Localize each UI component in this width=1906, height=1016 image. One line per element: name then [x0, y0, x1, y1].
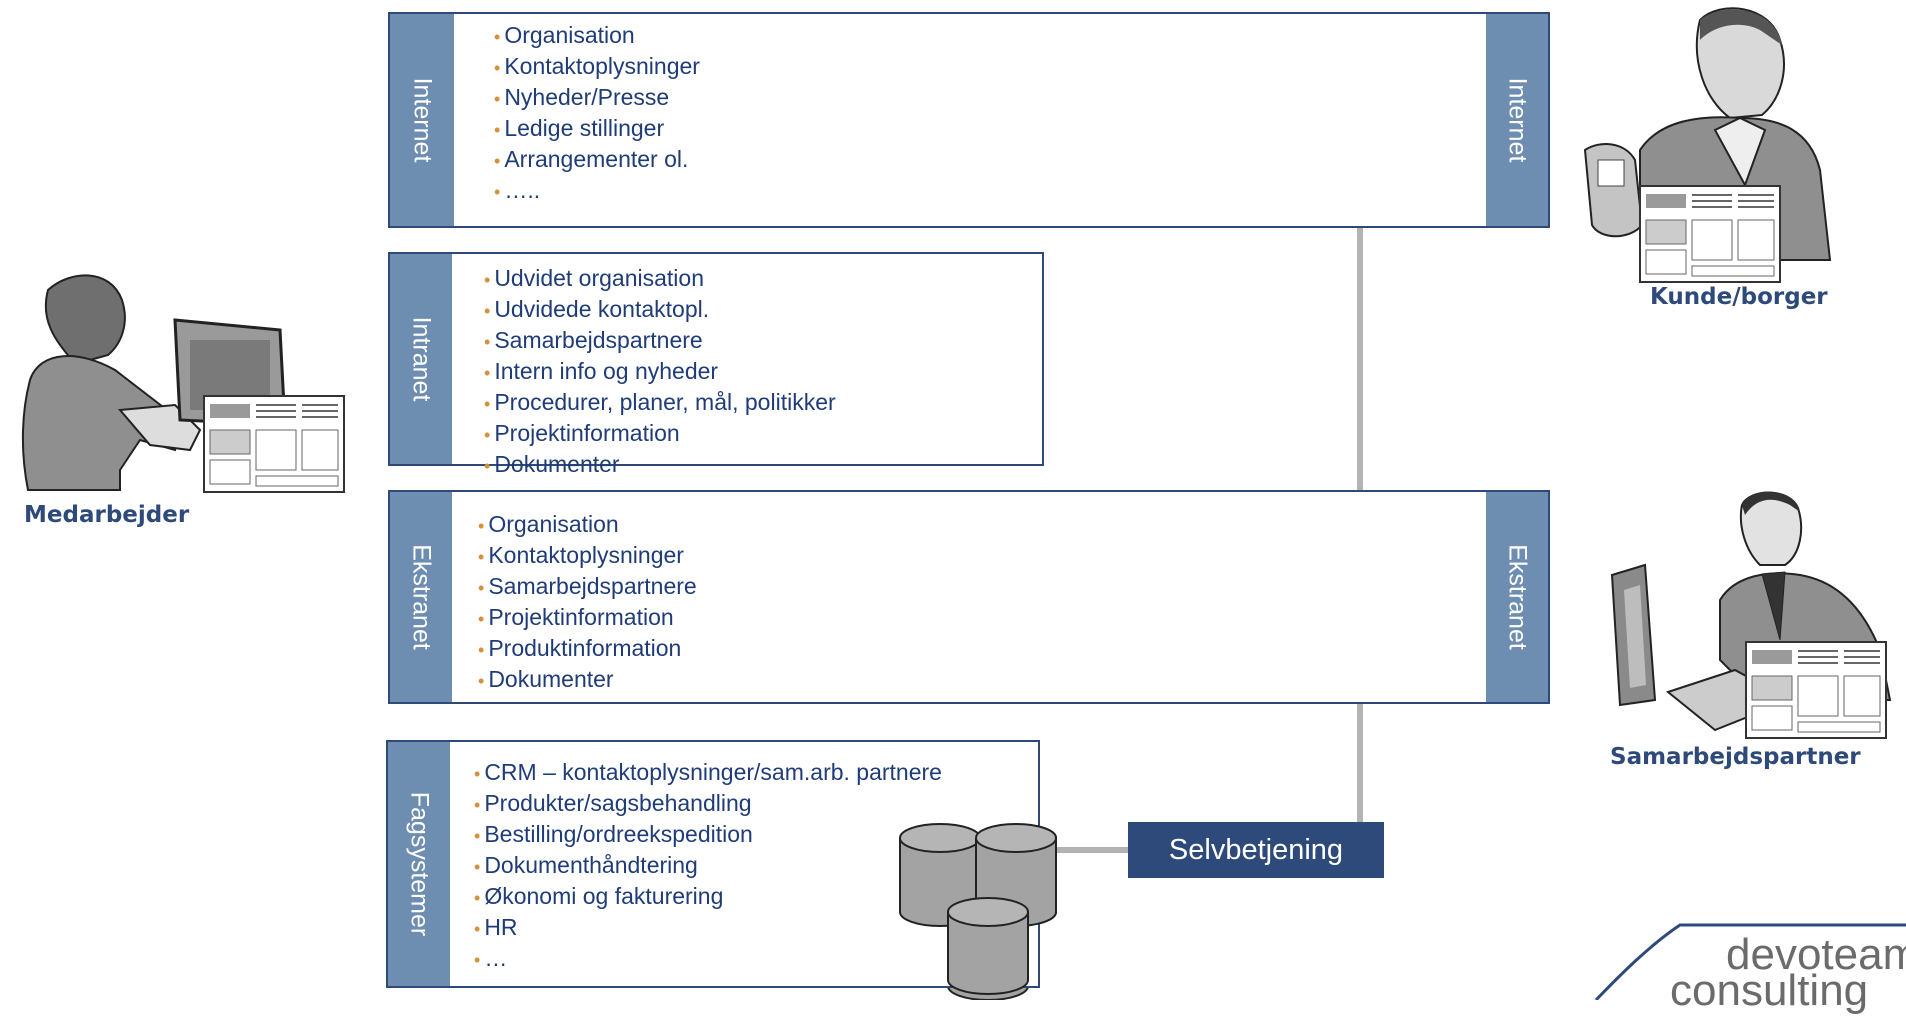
list-item: •Dokumenter	[484, 451, 620, 477]
internet-left-tab-label: Internet	[408, 77, 437, 163]
list-item: •Procedurer, planer, mål, politikker	[484, 389, 836, 415]
customer-illustration	[1583, 7, 1832, 283]
employee-illustration	[21, 274, 345, 493]
ekstranet-list: •Organisation •Kontaktoplysninger •Samar…	[478, 510, 697, 696]
list-item: •Udvidede kontaktopl.	[484, 296, 710, 322]
list-item: •Produktinformation	[478, 635, 682, 661]
list-item: •Samarbejdspartnere	[484, 327, 703, 353]
list-item: •HR	[474, 914, 518, 940]
list-item: •Projektinformation	[478, 604, 674, 630]
list-item: •Dokumenthåndtering	[474, 852, 698, 878]
list-item: •Bestilling/ordreekspedition	[474, 821, 753, 847]
ekstranet-right-tab: Ekstranet	[1486, 492, 1548, 702]
intranet-list: •Udvidet organisation •Udvidede kontakto…	[484, 264, 836, 481]
list-item: •Arrangementer ol.	[494, 146, 689, 172]
list-item: •Dokumenter	[478, 666, 614, 692]
intranet-tab: Intranet	[390, 254, 452, 464]
list-item: •Kontaktoplysninger	[494, 53, 700, 79]
list-item: •Projektinformation	[484, 420, 680, 446]
fagsystemer-tab: Fagsystemer	[388, 742, 450, 986]
internet-list: •Organisation •Kontaktoplysninger •Nyhed…	[494, 21, 700, 207]
internet-right-tab-label: Internet	[1503, 77, 1532, 163]
intranet-tab-label: Intranet	[407, 316, 436, 402]
list-item: •Udvidet organisation	[484, 265, 704, 291]
list-item: •Økonomi og fakturering	[474, 883, 724, 909]
ekstranet-right-tab-label: Ekstranet	[1503, 544, 1532, 650]
list-item: •Ledige stillinger	[494, 115, 665, 141]
logo-line1: devoteam	[1726, 930, 1906, 979]
ekstranet-box: Ekstranet Ekstranet •Organisation •Konta…	[388, 490, 1550, 704]
internet-box: Internet Internet •Organisation •Kontakt…	[388, 12, 1550, 228]
list-item: •Organisation	[478, 511, 619, 537]
list-item: •…	[474, 945, 508, 971]
fagsystemer-box: Fagsystemer •CRM – kontaktoplysninger/sa…	[386, 740, 1040, 988]
fagsystemer-list: •CRM – kontaktoplysninger/sam.arb. partn…	[474, 758, 942, 975]
list-item: •Intern info og nyheder	[484, 358, 719, 384]
fagsystemer-tab-label: Fagsystemer	[405, 791, 434, 937]
internet-left-tab: Internet	[390, 14, 454, 226]
list-item: •CRM – kontaktoplysninger/sam.arb. partn…	[474, 759, 942, 785]
logo-swoosh	[1594, 923, 1906, 1000]
list-item: •…..	[494, 177, 541, 203]
list-item: •Kontaktoplysninger	[478, 542, 684, 568]
partner-illustration	[1610, 491, 1892, 739]
list-item: •Nyheder/Presse	[494, 84, 670, 110]
list-item: •Organisation	[494, 22, 635, 48]
selvbetjening-box: Selvbetjening	[1128, 822, 1384, 878]
internet-right-tab: Internet	[1486, 14, 1548, 226]
logo-line2: consulting	[1670, 966, 1869, 1015]
ekstranet-left-tab-label: Ekstranet	[407, 544, 436, 650]
kunde-label: Kunde/borger	[1650, 284, 1828, 310]
intranet-box: Intranet •Udvidet organisation •Udvidede…	[388, 252, 1044, 477]
medarbejder-label: Medarbejder	[24, 502, 190, 528]
samarbejdspartner-label: Samarbejdspartner	[1610, 744, 1861, 770]
ekstranet-left-tab: Ekstranet	[390, 492, 452, 702]
list-item: •Samarbejdspartnere	[478, 573, 697, 599]
list-item: •Produkter/sagsbehandling	[474, 790, 752, 816]
